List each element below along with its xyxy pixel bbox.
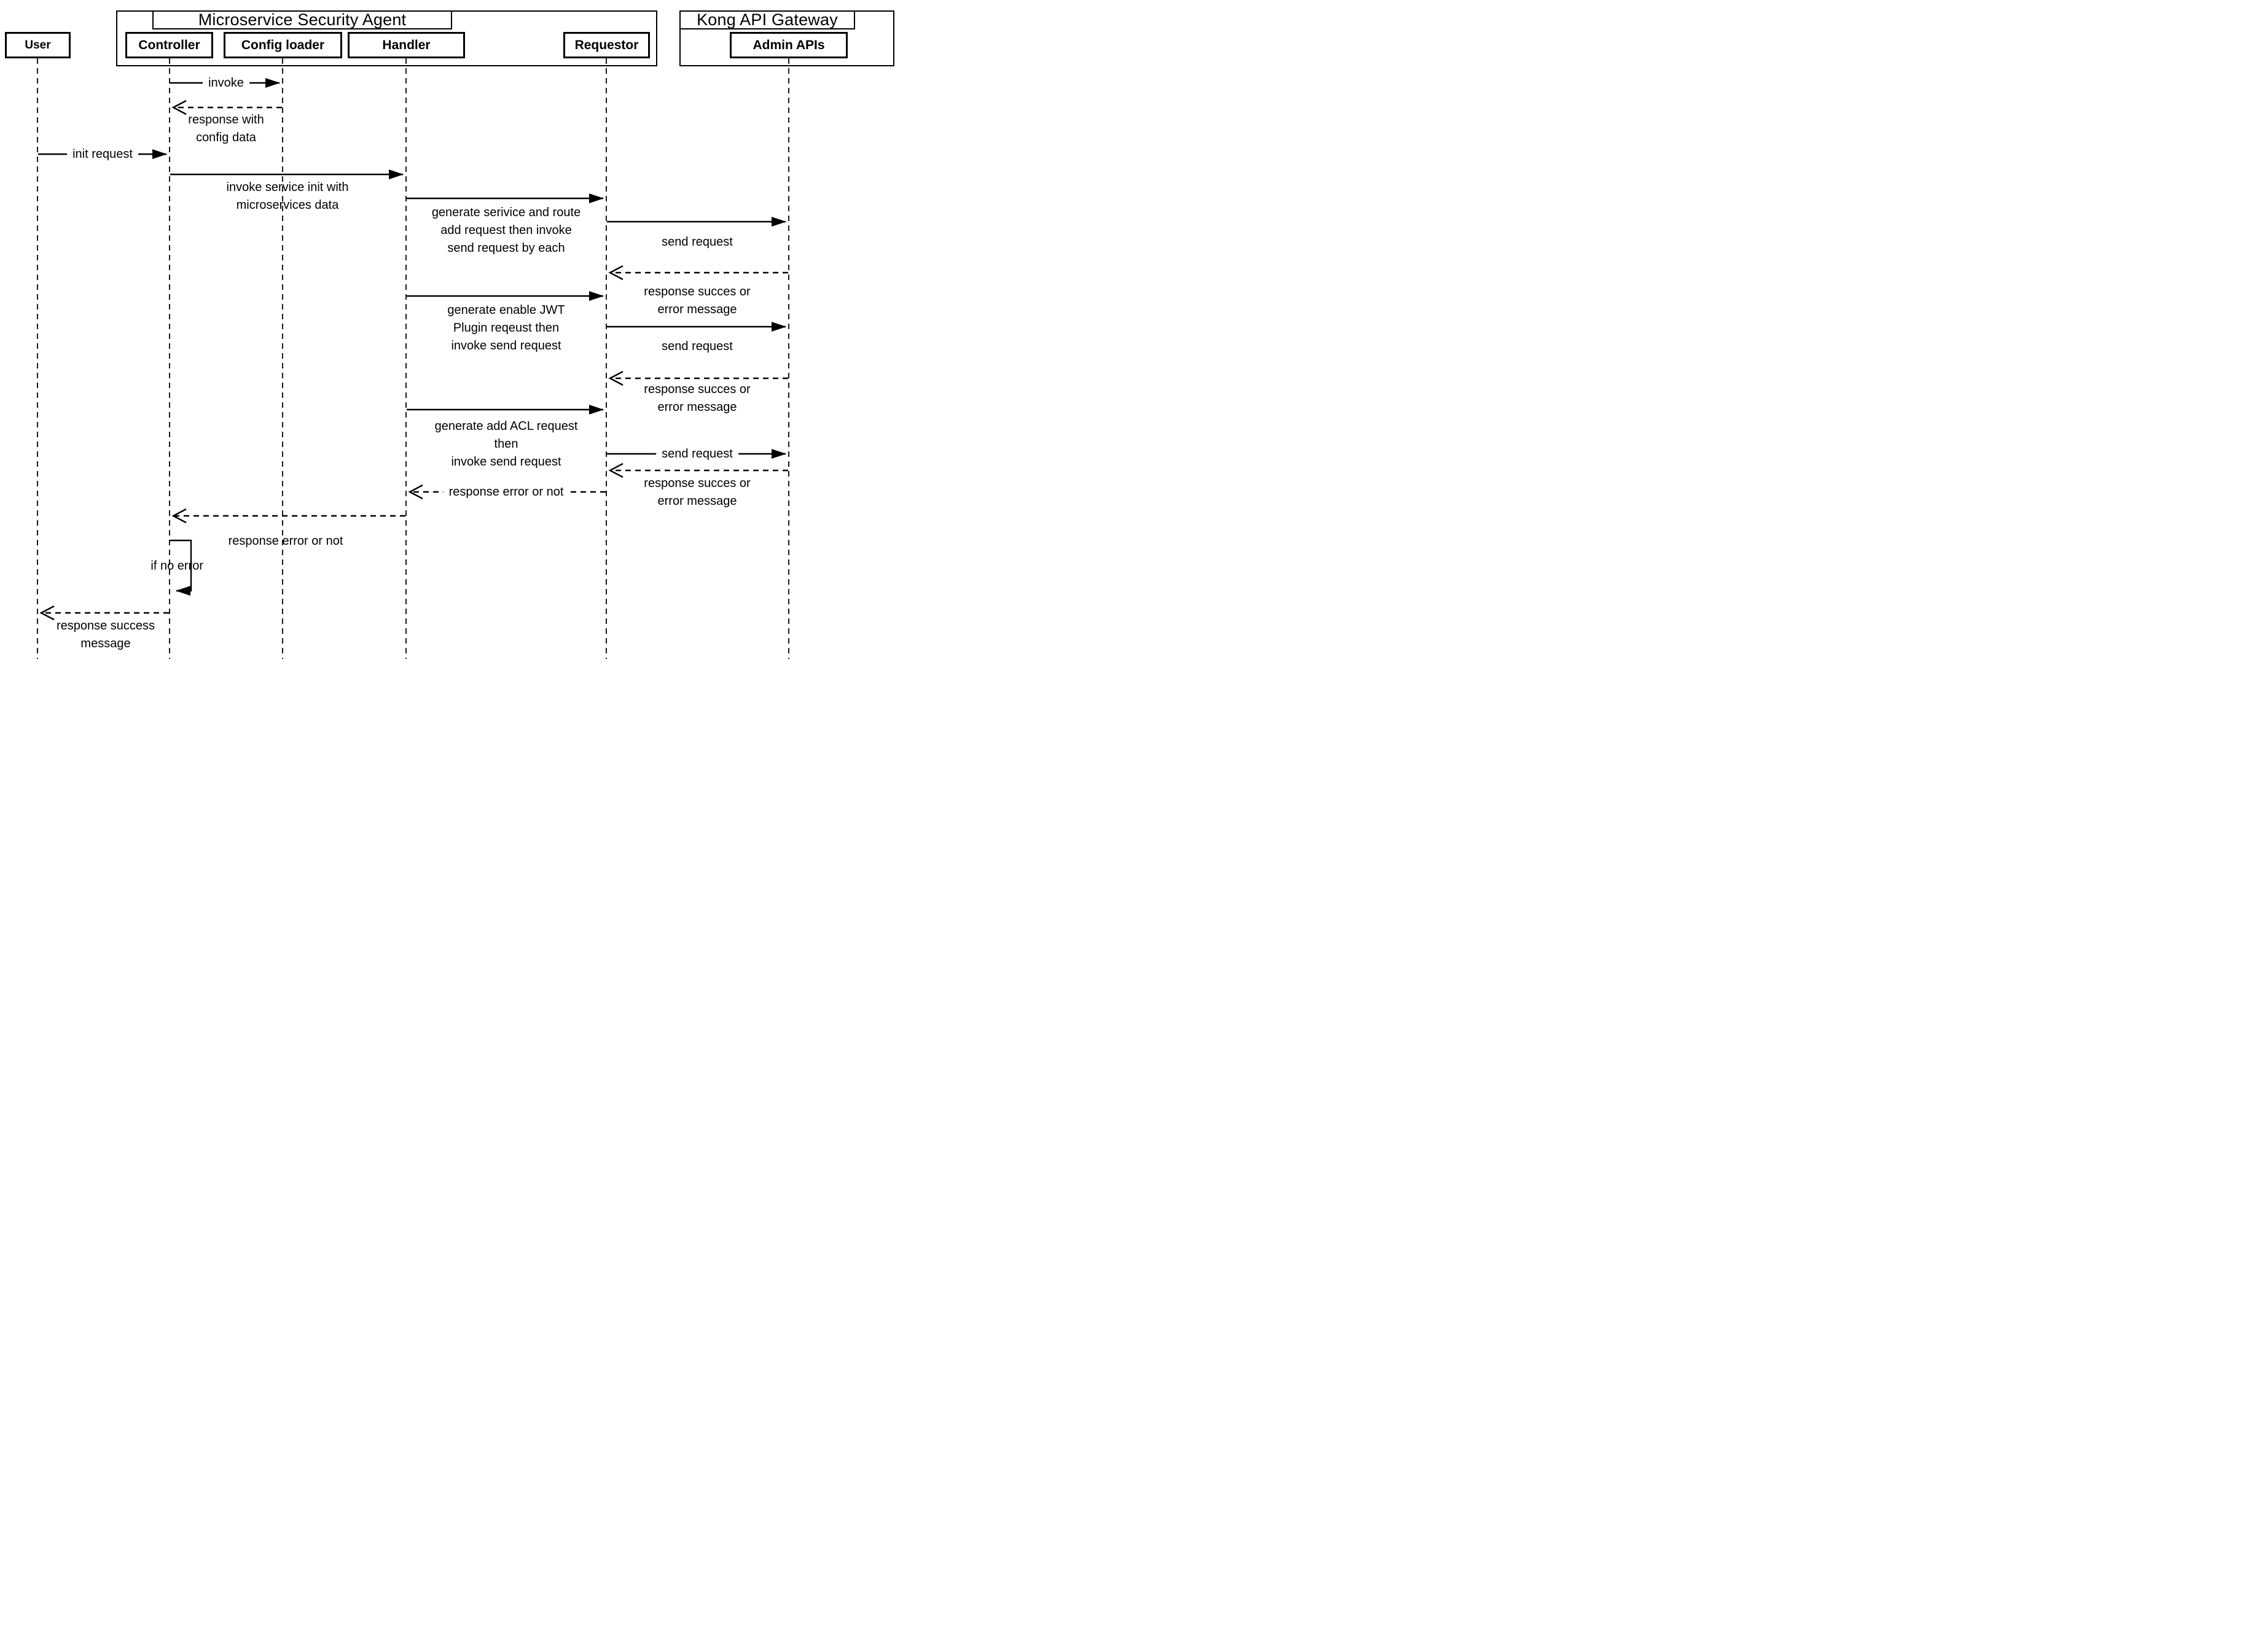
participant-label: User (25, 38, 51, 52)
message-label-response-result-3: response succes or error message (644, 477, 751, 508)
frame-title-kong-api-gateway: Kong API Gateway (679, 10, 855, 29)
participant-label: Controller (138, 37, 200, 52)
message-label-send-request-3: send request (656, 446, 738, 461)
participant-controller: Controller (125, 32, 213, 58)
message-label-gen-jwt-plugin: generate enable JWT Plugin reqeust then … (447, 303, 565, 353)
sequence-arrows-layer (37, 58, 789, 659)
participant-user: User (5, 32, 71, 58)
message-label-response-success: response success message (56, 619, 155, 650)
message-label-invoke: invoke (203, 76, 249, 90)
participant-label: Admin APIs (753, 37, 825, 52)
participant-requestor: Requestor (563, 32, 650, 58)
participant-label: Config loader (241, 37, 325, 52)
message-label-response-config: response with config data (188, 113, 264, 144)
message-label-send-request-1: send request (662, 235, 733, 249)
participant-admin-apis: Admin APIs (730, 32, 848, 58)
message-label-gen-service-route: generate serivice and route add request … (431, 206, 581, 255)
message-label-response-result-1: response succes or error message (644, 285, 751, 316)
message-label-gen-acl: generate add ACL request then invoke sen… (434, 419, 578, 469)
sequence-diagram: Microservice Security Agent Kong API Gat… (0, 0, 897, 661)
arrow-if-no-error-self-loop (170, 539, 192, 596)
message-label-send-request-2: send request (662, 340, 733, 353)
message-label-invoke-service-init: invoke service init with microservices d… (226, 181, 349, 212)
message-label-init-request: init request (67, 147, 138, 162)
message-label-if-no-error: if no error (151, 559, 203, 573)
participant-label: Handler (382, 37, 431, 52)
message-label-response-result-2: response succes or error message (644, 383, 751, 414)
frame-title-text: Microservice Security Agent (198, 10, 407, 29)
participant-config-loader: Config loader (224, 32, 342, 58)
frame-title-microservice-security-agent: Microservice Security Agent (152, 10, 452, 29)
message-label-response-error-handler-controller: response error or not (228, 534, 343, 548)
message-label-response-error-requestor-handler: response error or not (443, 485, 569, 499)
participant-handler: Handler (348, 32, 465, 58)
participant-label: Requestor (574, 37, 639, 52)
frame-title-text: Kong API Gateway (697, 10, 838, 29)
